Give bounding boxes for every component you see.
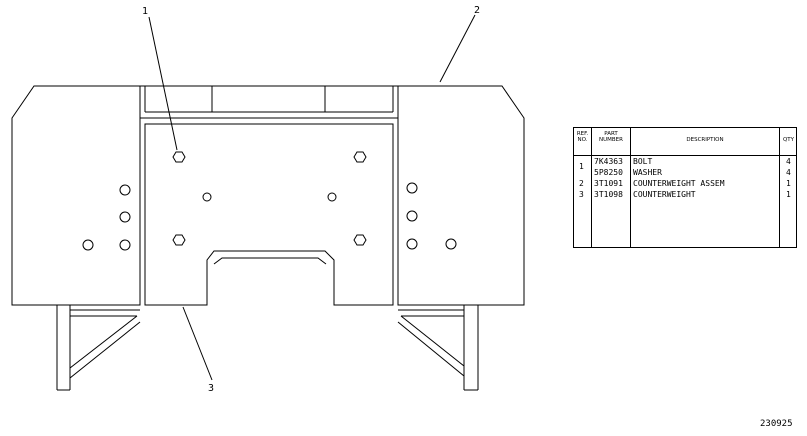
hole xyxy=(82,239,94,251)
bolt-heads xyxy=(172,151,367,246)
row-ref: 3 xyxy=(579,190,584,199)
hole xyxy=(202,192,212,202)
hole xyxy=(119,211,131,223)
left-support xyxy=(56,305,141,391)
row-qty: 1 xyxy=(786,190,791,199)
row-qty: 4 xyxy=(786,157,791,166)
hole xyxy=(327,192,337,202)
leader-lines xyxy=(148,14,476,381)
hole xyxy=(119,239,131,251)
drawing-number: 230925 xyxy=(760,419,793,429)
hole xyxy=(406,210,418,222)
row-desc: COUNTERWEIGHT xyxy=(633,190,696,199)
bolt-head xyxy=(353,151,367,163)
row-qty: 1 xyxy=(786,179,791,188)
callout-3: 3 xyxy=(208,383,214,394)
top-center-strip xyxy=(140,85,398,119)
row-desc: COUNTERWEIGHT ASSEM xyxy=(633,179,725,188)
header-description: DESCRIPTION xyxy=(686,137,724,143)
right-side-block xyxy=(397,85,525,306)
bolt-head xyxy=(353,234,367,246)
table-header xyxy=(574,128,796,156)
row-part: 5P8250 xyxy=(594,168,623,177)
table-row: 1 7K4363 BOLT 4 xyxy=(574,156,796,171)
row-ref: 2 xyxy=(579,179,584,188)
bolt-head xyxy=(172,151,186,163)
center-plate xyxy=(144,123,394,306)
hole xyxy=(406,182,418,194)
hole xyxy=(406,238,418,250)
bolt-head xyxy=(172,234,186,246)
parts-list-table: REF. NO. PART NUMBER DESCRIPTION QTY 1 7… xyxy=(573,127,797,248)
header-part-number: PART NUMBER xyxy=(599,131,623,143)
table-row: 3 3T1098 COUNTERWEIGHT 1 xyxy=(574,189,796,200)
header-qty: QTY xyxy=(782,137,795,143)
row-ref: 1 xyxy=(579,162,584,171)
callout-2: 2 xyxy=(474,5,480,16)
row-desc: BOLT xyxy=(633,157,653,166)
row-part: 3T1098 xyxy=(594,190,623,199)
row-part: 7K4363 xyxy=(594,157,623,166)
right-support xyxy=(397,305,479,391)
hole xyxy=(119,184,131,196)
left-side-block xyxy=(11,85,141,306)
header-ref: REF. NO. xyxy=(576,131,589,143)
row-qty: 4 xyxy=(786,168,791,177)
table-row: 2 3T1091 COUNTERWEIGHT ASSEM 1 xyxy=(574,178,796,189)
row-desc: WASHER xyxy=(633,168,662,177)
mounting-holes xyxy=(82,182,457,251)
table-row: 5P8250 WASHER 4 xyxy=(574,167,796,178)
hole xyxy=(445,238,457,250)
row-part: 3T1091 xyxy=(594,179,623,188)
center-notch-inner xyxy=(213,257,327,265)
callout-1: 1 xyxy=(142,6,148,17)
